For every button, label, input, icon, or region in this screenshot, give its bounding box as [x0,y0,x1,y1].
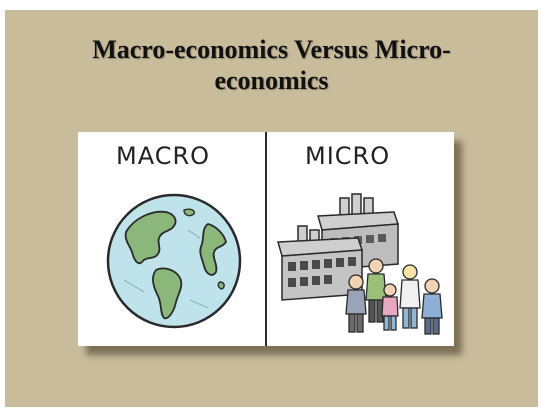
factory-and-people-icon [277,193,443,335]
macro-label: MACRO [116,142,211,170]
title-line-2: economics [214,66,329,95]
slide: Macro-economics Versus Micro- economics … [5,10,538,407]
panel-divider [265,132,267,346]
title-line-1: Macro-economics Versus Micro- [92,35,451,64]
slide-title: Macro-economics Versus Micro- economics [5,34,538,96]
illustration-panel: MACRO MICRO [78,132,454,346]
factory-front [277,225,364,301]
micro-label: MICRO [305,142,391,170]
globe-icon [106,193,242,329]
people-group [345,258,443,335]
